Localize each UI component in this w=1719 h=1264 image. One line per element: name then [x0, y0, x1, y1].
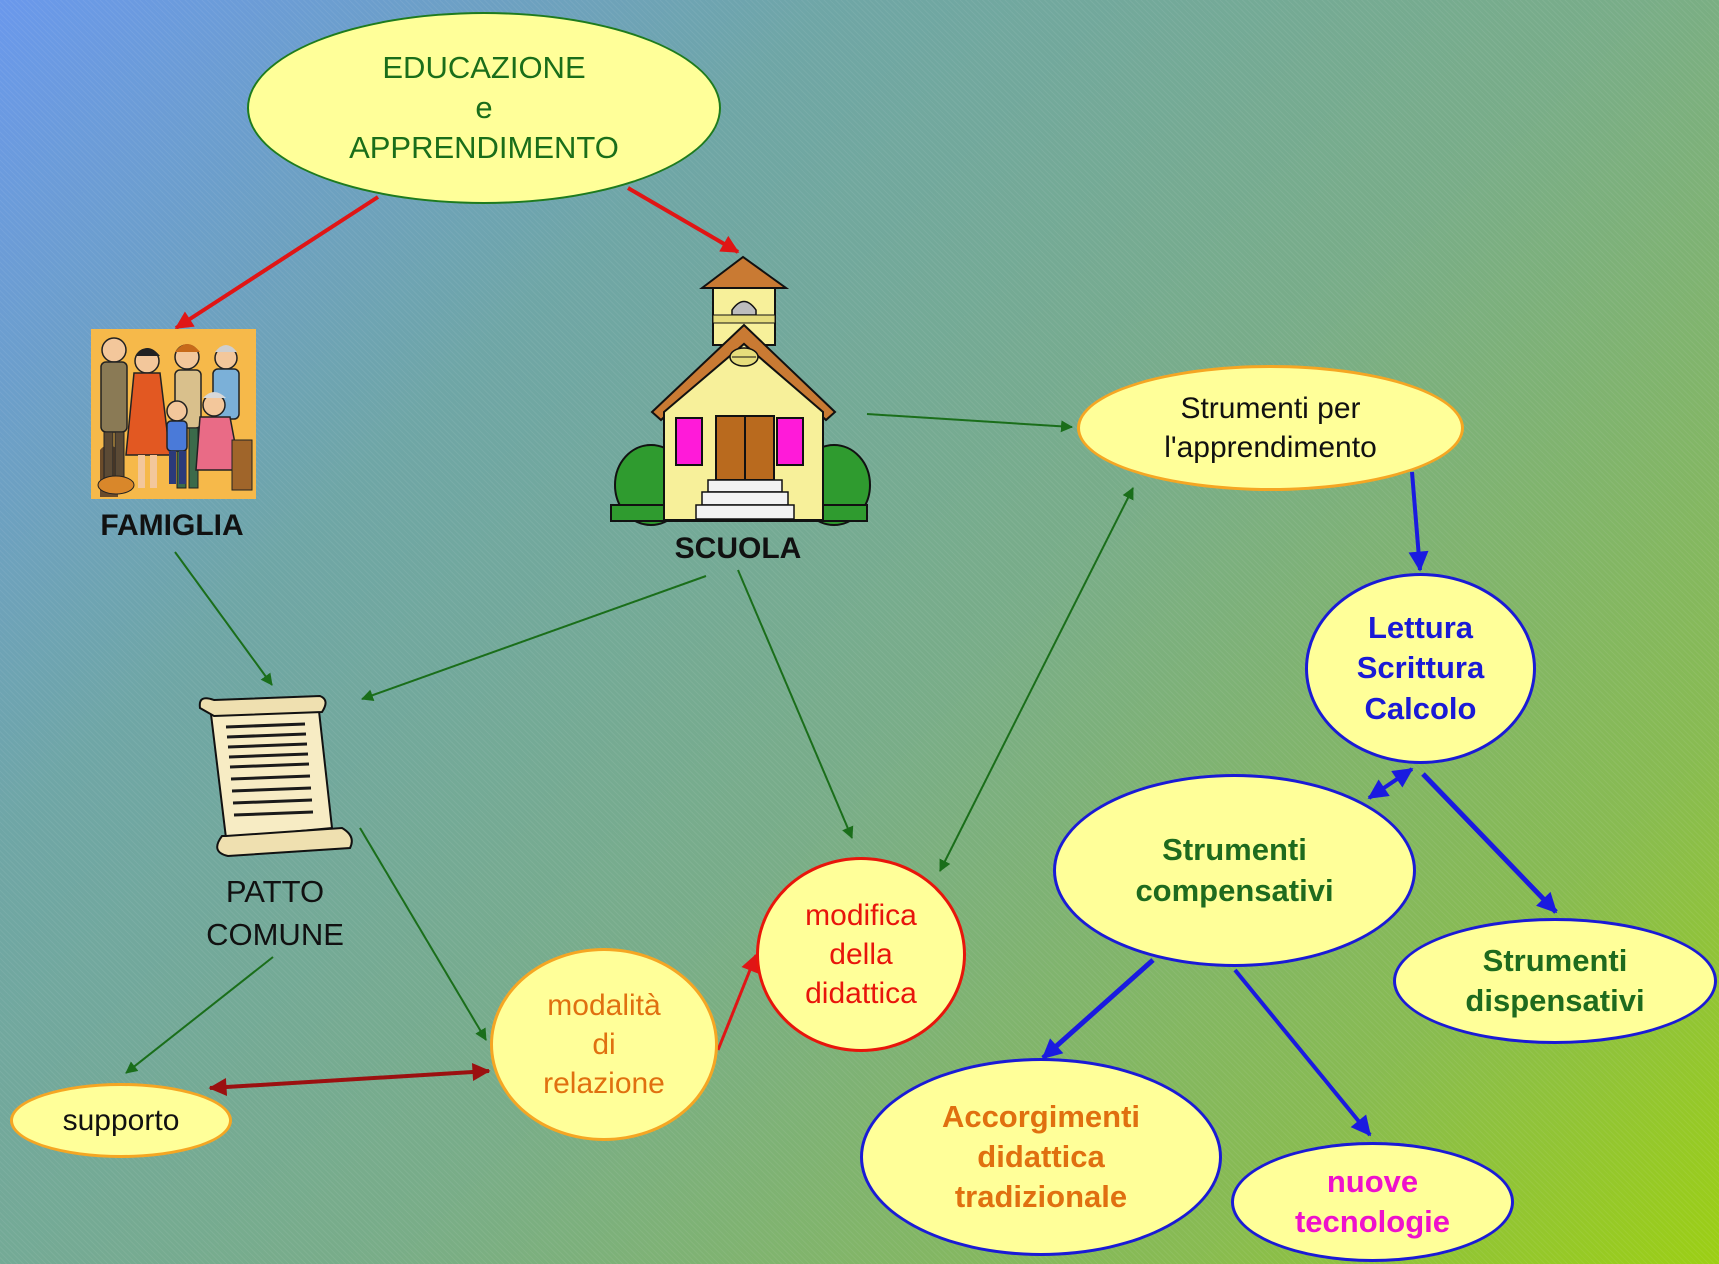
- edge-scuola-strumenti: [866, 413, 1073, 433]
- node-tecnologie-line1: nuove: [1326, 1163, 1419, 1199]
- node-lettura-line3: Calcolo: [1364, 690, 1477, 726]
- node-accorgimenti[interactable]: Accorgimenti didattica tradizionale: [860, 1058, 1222, 1256]
- node-accorgimenti-line1: Accorgimenti: [941, 1098, 1141, 1134]
- node-modalita-line1: modalità: [547, 989, 661, 1022]
- node-modalita-line3: relazione: [543, 1067, 665, 1100]
- node-accorgimenti-line2: didattica: [977, 1138, 1105, 1174]
- node-nuove-tecnologie[interactable]: nuove tecnologie: [1231, 1142, 1514, 1262]
- edge-compensativi-tecnologie: [1233, 968, 1372, 1137]
- node-compensativi-line2: compensativi: [1135, 872, 1334, 908]
- label-patto-line1: PATTO: [225, 874, 325, 909]
- schoolhouse-icon: [610, 255, 871, 526]
- edge-supporto-modalita: [208, 1063, 491, 1096]
- node-modalita-relazione[interactable]: modalità di relazione: [490, 948, 718, 1141]
- scroll-icon: [198, 694, 353, 858]
- edge-compensativi-accorgimenti: [1041, 958, 1155, 1060]
- edge-strumenti-lettura: [1408, 471, 1429, 572]
- node-educazione-line2: e: [475, 89, 493, 125]
- node-strumenti-dispensativi[interactable]: Strumenti dispensativi: [1393, 918, 1717, 1044]
- node-modifica-line1: modifica: [805, 899, 917, 932]
- node-lettura-scrittura-calcolo[interactable]: Lettura Scrittura Calcolo: [1305, 573, 1536, 764]
- node-supporto[interactable]: supporto: [10, 1083, 232, 1158]
- node-supporto-label: supporto: [62, 1104, 180, 1137]
- edge-lettura-compensativi: [1367, 767, 1414, 800]
- edge-educazione-scuola: [626, 186, 740, 254]
- edge-strumenti-modifica: [939, 487, 1134, 872]
- node-lettura-line2: Scrittura: [1356, 650, 1485, 686]
- node-educazione-line1: EDUCAZIONE: [382, 49, 586, 85]
- edge-educazione-famiglia: [174, 195, 380, 330]
- node-accorgimenti-line3: tradizionale: [954, 1179, 1128, 1215]
- edge-lettura-dispensativi: [1421, 772, 1558, 914]
- node-lettura-line1: Lettura: [1367, 610, 1474, 646]
- edge-scuola-patto: [361, 575, 707, 701]
- edge-scuola-modifica: [737, 569, 854, 839]
- edge-patto-supporto: [125, 956, 274, 1074]
- label-scuola[interactable]: SCUOLA: [674, 532, 802, 565]
- edge-modalita-modifica: [716, 953, 759, 1051]
- node-modalita-line2: di: [592, 1028, 616, 1061]
- node-dispensativi-line1: Strumenti: [1482, 942, 1628, 978]
- node-tecnologie-line2: tecnologie: [1294, 1204, 1450, 1239]
- node-dispensativi-line2: dispensativi: [1465, 983, 1645, 1018]
- label-patto-comune[interactable]: PATTO COMUNE: [180, 870, 370, 957]
- node-strumenti-line1: Strumenti per: [1180, 392, 1361, 425]
- label-patto-line2: COMUNE: [206, 917, 344, 953]
- edge-famiglia-patto: [174, 551, 273, 686]
- node-strumenti-compensativi[interactable]: Strumenti compensativi: [1053, 774, 1416, 967]
- edge-patto-modalita: [359, 827, 487, 1041]
- node-educazione-line3: APPRENDIMENTO: [349, 130, 619, 166]
- node-strumenti-apprendimento[interactable]: Strumenti per l'apprendimento: [1077, 365, 1464, 491]
- node-compensativi-line1: Strumenti: [1162, 832, 1307, 868]
- node-modifica-didattica[interactable]: modifica della didattica: [756, 857, 966, 1052]
- node-strumenti-line2: l'apprendimento: [1164, 431, 1377, 464]
- label-famiglia[interactable]: FAMIGLIA: [100, 509, 244, 542]
- node-modifica-line3: didattica: [805, 977, 917, 1010]
- node-educazione[interactable]: EDUCAZIONE e APPRENDIMENTO: [247, 12, 721, 204]
- family-icon: [91, 329, 256, 499]
- node-modifica-line2: della: [829, 938, 893, 971]
